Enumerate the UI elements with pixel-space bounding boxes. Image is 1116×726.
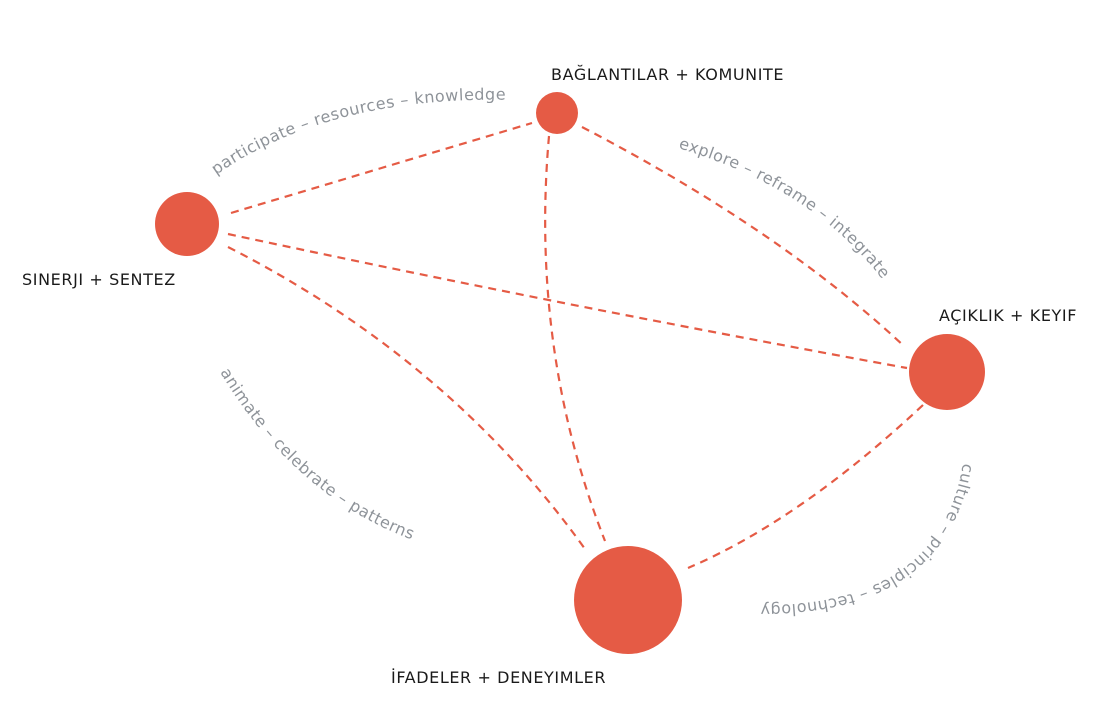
node-sinerji	[155, 192, 219, 256]
edge-labels-layer: participate – resources – knowledge expl…	[208, 85, 978, 620]
edge-label-top-left: participate – resources – knowledge	[208, 85, 507, 179]
node-label-ifadeler: İFADELER + DENEYIMLER	[391, 668, 606, 687]
node-baglantilar	[536, 92, 578, 134]
node-label-baglantilar: BAĞLANTILAR + KOMUNITE	[551, 65, 784, 84]
node-label-aciklik: AÇIKLIK + KEYIF	[939, 306, 1077, 325]
edge-sinerji-ifadeler	[227, 246, 586, 550]
edge-sinerji-baglantilar	[230, 121, 533, 215]
node-ifadeler	[574, 546, 682, 654]
edge-sinerji-aciklik	[227, 232, 908, 370]
nodes-layer	[155, 92, 985, 654]
edge-label-top-right: explore – reframe – integrate	[677, 134, 894, 282]
node-label-sinerji: SINERJI + SENTEZ	[22, 270, 176, 289]
edges-layer	[227, 121, 924, 570]
edge-baglantilar-aciklik	[581, 126, 906, 348]
edge-aciklik-ifadeler	[687, 404, 924, 570]
edge-label-bottom-right: culture – principles – technology	[760, 462, 978, 620]
edge-baglantilar-ifadeler	[544, 135, 607, 542]
node-aciklik	[909, 334, 985, 410]
node-labels-layer: BAĞLANTILAR + KOMUNITE SINERJI + SENTEZ …	[22, 65, 1077, 687]
edge-label-bottom-left: animate – celebrate – patterns	[217, 364, 418, 543]
